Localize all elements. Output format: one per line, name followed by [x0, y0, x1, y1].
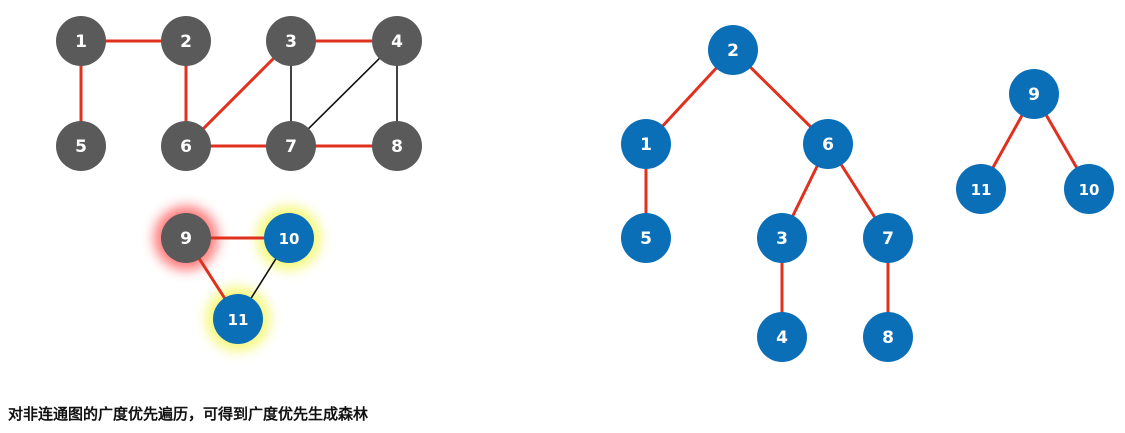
forest-node-circle — [621, 119, 671, 169]
graph-node-4: 4 — [372, 16, 422, 66]
forest-node-5: 5 — [621, 213, 671, 263]
forest-node-4: 4 — [757, 312, 807, 362]
graph-node-circle — [266, 16, 316, 66]
graph-node-1: 1 — [56, 16, 106, 66]
forest-node-circle — [1064, 164, 1114, 214]
forest-node-label: 6 — [822, 135, 834, 155]
graph-node-circle — [213, 294, 263, 344]
forest-node-label: 3 — [776, 229, 788, 249]
graph-node-5: 5 — [56, 121, 106, 171]
graph-node-label: 2 — [180, 32, 192, 52]
forest-node-circle — [956, 164, 1006, 214]
graph-node-circle — [372, 121, 422, 171]
graph-node-7: 7 — [266, 121, 316, 171]
graph-node-label: 3 — [285, 32, 297, 52]
graph-node-label: 5 — [75, 137, 87, 157]
forest-node-label: 5 — [640, 229, 652, 249]
forest-node-circle — [757, 213, 807, 263]
forest-node-circle — [863, 312, 913, 362]
bfs-forest-diagram: 1 2 3 4 5 6 7 8 9 10 11 2 1 6 5 3 7 4 8 9 11 10 — [56, 16, 1114, 362]
graph-node-circle — [161, 121, 211, 171]
graph-node-label: 1 — [75, 32, 87, 52]
graph-node-2: 2 — [161, 16, 211, 66]
forest-node-label: 2 — [727, 41, 739, 61]
forest-node-7: 7 — [863, 213, 913, 263]
forest-node-9: 9 — [1009, 69, 1059, 119]
forest-node-label: 1 — [640, 135, 652, 155]
graph-node-label: 9 — [180, 229, 192, 249]
graph-node-circle — [266, 121, 316, 171]
graph-node-6: 6 — [161, 121, 211, 171]
forest-node-6: 6 — [803, 119, 853, 169]
graph-node-3: 3 — [266, 16, 316, 66]
forest-node-circle — [757, 312, 807, 362]
graph-node-label: 4 — [391, 32, 403, 52]
graph-node-11: 11 — [213, 294, 263, 344]
bfs-spanning-forest: 2 1 6 5 3 7 4 8 9 11 10 — [621, 25, 1114, 362]
graph-node-circle — [264, 213, 314, 263]
forest-node-label: 7 — [882, 229, 894, 249]
graph-node-label: 7 — [285, 137, 297, 157]
forest-node-2: 2 — [708, 25, 758, 75]
forest-node-circle — [1009, 69, 1059, 119]
forest-node-circle — [863, 213, 913, 263]
forest-node-circle — [708, 25, 758, 75]
graph-node-label: 6 — [180, 137, 192, 157]
graph-node-circle — [56, 16, 106, 66]
graph-node-label: 10 — [279, 230, 300, 248]
graph-node-10: 10 — [264, 213, 314, 263]
forest-node-circle — [803, 119, 853, 169]
forest-node-label: 9 — [1028, 85, 1040, 105]
forest-node-11: 11 — [956, 164, 1006, 214]
graph-node-circle — [56, 121, 106, 171]
graph-node-label: 8 — [391, 137, 403, 157]
forest-node-label: 4 — [776, 328, 788, 348]
caption: 对非连通图的广度优先遍历，可得到广度优先生成森林 — [8, 405, 369, 423]
forest-node-8: 8 — [863, 312, 913, 362]
graph-node-label: 11 — [228, 311, 249, 329]
forest-node-label: 10 — [1079, 181, 1100, 199]
forest-node-label: 11 — [971, 181, 992, 199]
forest-node-10: 10 — [1064, 164, 1114, 214]
forest-node-circle — [621, 213, 671, 263]
forest-node-1: 1 — [621, 119, 671, 169]
forest-node-label: 8 — [882, 328, 894, 348]
graph-node-circle — [161, 16, 211, 66]
graph-node-9: 9 — [161, 213, 211, 263]
original-graph: 1 2 3 4 5 6 7 8 9 10 11 — [56, 16, 422, 351]
graph-node-8: 8 — [372, 121, 422, 171]
graph-node-circle — [372, 16, 422, 66]
graph-node-circle — [161, 213, 211, 263]
forest-node-3: 3 — [757, 213, 807, 263]
